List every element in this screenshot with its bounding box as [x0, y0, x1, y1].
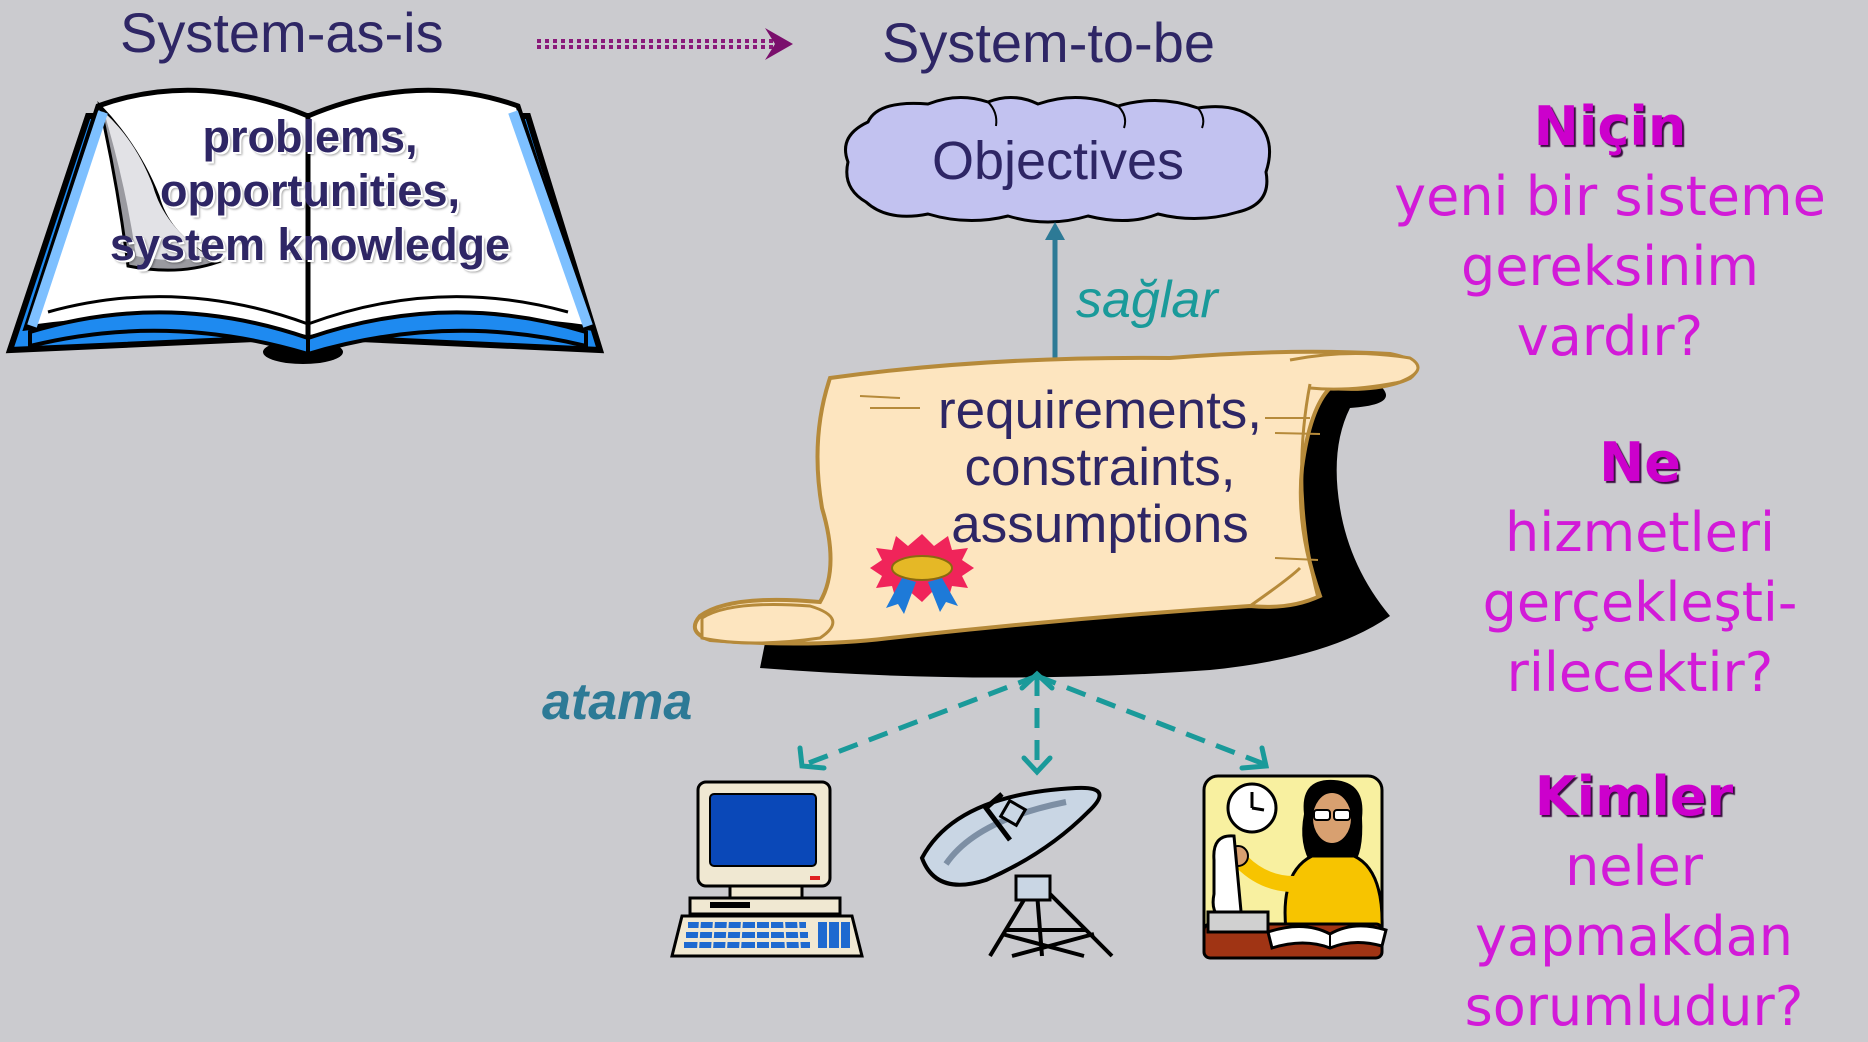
question-why: Niçin yeni bir sisteme gereksinim vardır…: [1380, 92, 1840, 372]
scroll-line-3: assumptions: [951, 495, 1249, 554]
question-why-line-1: yeni bir sisteme: [1394, 165, 1826, 228]
book-text: problems, opportunities, system knowledg…: [90, 110, 530, 272]
book-icon: [5, 87, 605, 364]
question-who: Kimler neler yapmakdan sorumludur?: [1400, 762, 1868, 1042]
assign-label: atama: [542, 673, 693, 731]
question-who-line-2: sorumludur?: [1464, 975, 1804, 1038]
question-what-line-1: hizmetleri: [1505, 501, 1775, 564]
system-to-be-title: System-to-be: [882, 11, 1215, 74]
question-who-line-1: neler yapmakdan: [1475, 835, 1793, 968]
question-what-line-3: rilecektir?: [1506, 641, 1774, 704]
assignment-arrows: [797, 670, 1270, 776]
person-reading-icon: [1202, 774, 1388, 960]
system-as-is-title: System-as-is: [120, 1, 444, 64]
question-why-line-2: gereksinim: [1461, 235, 1759, 298]
question-what: Ne hizmetleri gerçekleşti- rilecektir?: [1410, 428, 1868, 708]
question-why-line-3: vardır?: [1516, 305, 1704, 368]
question-who-head: Kimler: [1534, 765, 1734, 828]
scroll-line-1: requirements,: [937, 381, 1263, 440]
question-what-line-2: gerçekleşti-: [1482, 571, 1798, 634]
book-line-2: opportunities,: [160, 165, 460, 216]
provides-arrow: [1045, 222, 1065, 370]
scroll-icon: [692, 349, 1420, 678]
satellite-dish-icon: [919, 785, 1114, 958]
book-line-3: system knowledge: [109, 219, 511, 270]
question-what-head: Ne: [1599, 431, 1681, 494]
transition-arrow: [537, 28, 793, 60]
question-why-head: Niçin: [1533, 95, 1687, 158]
objectives-label: Objectives: [931, 131, 1185, 191]
scroll-text: requirements, constraints, assumptions: [880, 382, 1320, 553]
provides-label: sağlar: [1076, 271, 1218, 329]
cloud-icon: [844, 96, 1272, 224]
scroll-line-2: constraints,: [964, 438, 1236, 497]
book-line-1: problems,: [202, 111, 418, 162]
computer-icon: [670, 780, 864, 958]
